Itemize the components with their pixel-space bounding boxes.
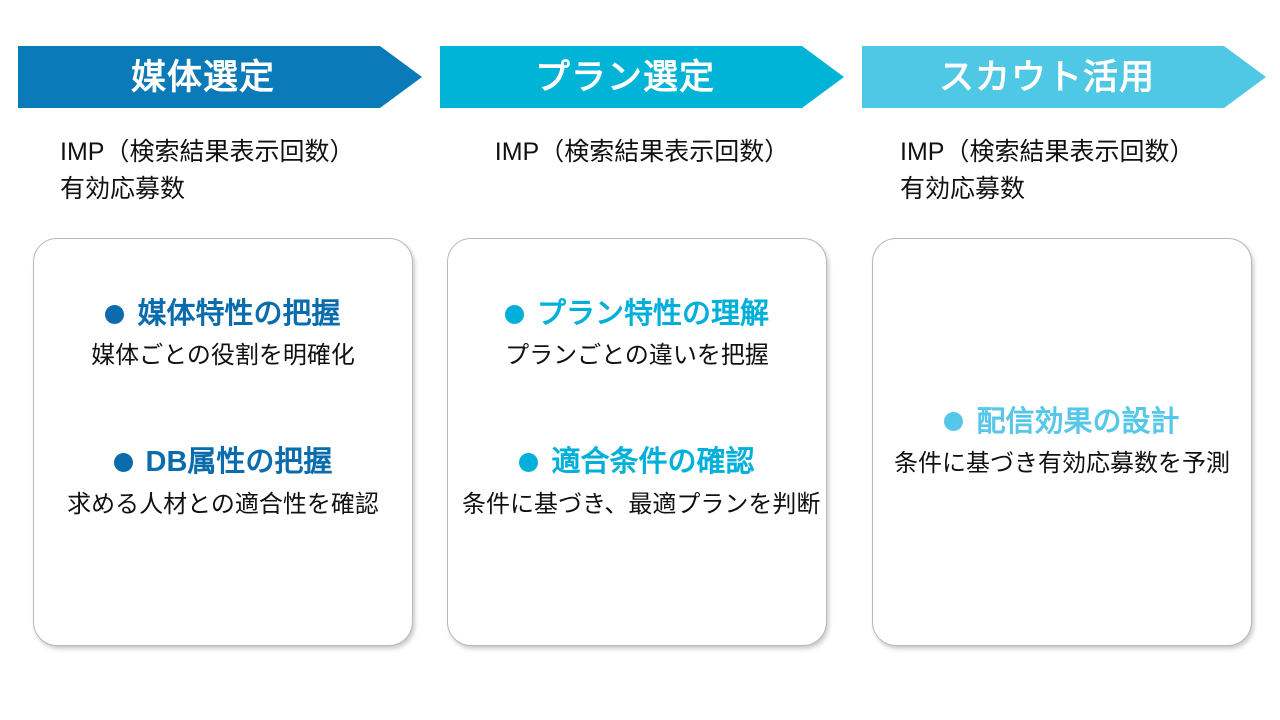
process-step-header-media-selection[interactable]: 媒体選定 — [18, 46, 422, 108]
bullet-item: 媒体特性の把握 媒体ごとの役割を明確化 — [48, 297, 398, 371]
metric-item: 有効応募数 — [60, 174, 186, 203]
bullet-heading-row: 媒体特性の把握 — [48, 297, 398, 331]
detail-card-plan-selection: プラン特性の理解 プランごとの違いを把握 適合条件の確認 条件に基づき、最適プラ… — [447, 238, 827, 646]
filled-circle-bullet-icon — [519, 453, 539, 473]
bullet-item: 配信効果の設計 条件に基づき有効応募数を予測 — [887, 405, 1237, 479]
metric-item: IMP（検索結果表示回数） — [60, 138, 355, 166]
bullet-heading-text: 媒体特性の把握 — [137, 298, 341, 330]
filled-circle-bullet-icon — [944, 412, 964, 432]
filled-circle-bullet-icon — [113, 453, 133, 473]
metric-item: IMP（検索結果表示回数） — [494, 138, 790, 166]
chevron-shape — [440, 46, 844, 108]
card-content: 媒体特性の把握 媒体ごとの役割を明確化 DB属性の把握 求める人材との適合性を確… — [34, 239, 412, 645]
bullet-heading-text: DB属性の把握 — [145, 446, 333, 479]
metric-item: IMP（検索結果表示回数） — [900, 138, 1195, 166]
card-content: 配信効果の設計 条件に基づき有効応募数を予測 — [873, 239, 1251, 645]
bullet-heading-text: 配信効果の設計 — [976, 405, 1180, 438]
bullet-description: 条件に基づき有効応募数を予測 — [894, 450, 1230, 478]
metric-item: 有効応募数 — [900, 174, 1026, 203]
process-step-header-scout-utilization[interactable]: スカウト活用 — [862, 46, 1266, 108]
metrics-list-plan-selection: IMP（検索結果表示回数） — [440, 134, 844, 171]
bullet-item: DB属性の把握 求める人材との適合性を確認 — [48, 445, 398, 519]
chevron-shape — [862, 46, 1266, 108]
metrics-list-media-selection: IMP（検索結果表示回数） 有効応募数 — [60, 134, 354, 207]
bullet-description: プランごとの違いを把握 — [505, 342, 769, 370]
process-step-label: スカウト活用 — [938, 57, 1155, 97]
bullet-heading-row: DB属性の把握 — [48, 445, 398, 479]
detail-card-scout-utilization: 配信効果の設計 条件に基づき有効応募数を予測 — [872, 238, 1252, 646]
bullet-description: 求める人材との適合性を確認 — [67, 490, 379, 518]
bullet-heading-row: プラン特性の理解 — [462, 297, 812, 331]
bullet-description: 媒体ごとの役割を明確化 — [91, 342, 355, 370]
metrics-list-scout-utilization: IMP（検索結果表示回数） 有効応募数 — [900, 134, 1194, 207]
bullet-heading-text: 適合条件の確認 — [551, 446, 755, 479]
process-step-header-plan-selection[interactable]: プラン選定 — [440, 46, 844, 108]
bullet-heading-row: 適合条件の確認 — [462, 445, 812, 479]
process-step-label: プラン選定 — [534, 57, 715, 97]
bullet-heading-row: 配信効果の設計 — [887, 405, 1237, 439]
bullet-heading-text: プラン特性の理解 — [536, 298, 769, 330]
bullet-item: プラン特性の理解 プランごとの違いを把握 — [462, 297, 812, 371]
chevron-shape — [18, 46, 422, 108]
process-step-label: 媒体選定 — [130, 57, 275, 97]
detail-card-media-selection: 媒体特性の把握 媒体ごとの役割を明確化 DB属性の把握 求める人材との適合性を確… — [33, 238, 413, 646]
bullet-item: 適合条件の確認 条件に基づき、最適プランを判断 — [462, 445, 821, 519]
filled-circle-bullet-icon — [504, 304, 524, 324]
card-content: プラン特性の理解 プランごとの違いを把握 適合条件の確認 条件に基づき、最適プラ… — [448, 239, 826, 645]
filled-circle-bullet-icon — [105, 304, 125, 324]
bullet-description: 条件に基づき、最適プランを判断 — [462, 490, 821, 518]
